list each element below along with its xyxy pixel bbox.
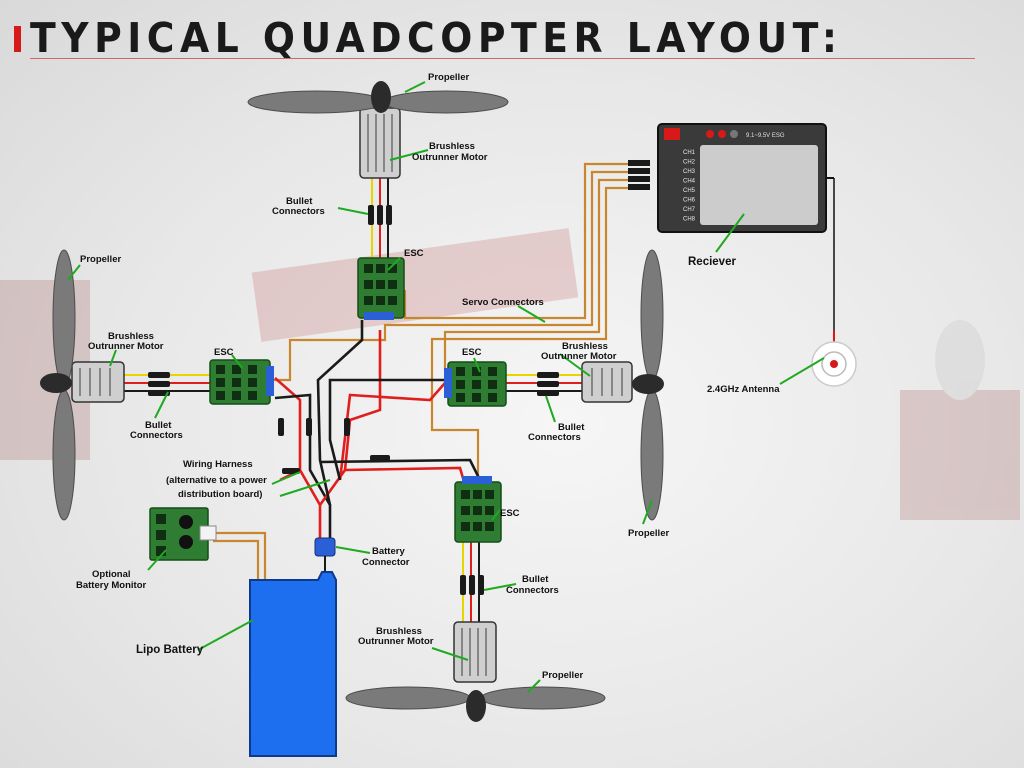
receiver-channel-label: CH3	[683, 169, 696, 175]
label-propeller-bottom: Propeller	[542, 670, 583, 681]
title-accent-bar	[14, 26, 21, 52]
label-propeller-top: Propeller	[428, 72, 469, 83]
motor-left	[71, 361, 125, 403]
motor-right	[581, 361, 633, 403]
label-motor-left-2: Outrunner Motor	[88, 341, 164, 352]
label-receiver: Reciever	[688, 256, 736, 268]
label-battery-monitor-2: Battery Monitor	[76, 580, 147, 591]
label-esc-bottom: ESC	[500, 508, 520, 519]
label-bullet-left-2: Connectors	[130, 430, 183, 441]
servo-plugs	[628, 160, 650, 190]
esc-top	[357, 257, 405, 320]
power-wires	[274, 320, 482, 545]
antenna	[811, 341, 857, 387]
receiver-channel-label: CH2	[683, 160, 696, 166]
label-battery-connector-1: Battery	[372, 546, 405, 557]
label-esc-right: ESC	[462, 347, 482, 358]
propeller-right	[632, 249, 664, 521]
receiver-channel-label: CH7	[683, 207, 696, 213]
label-propeller-left: Propeller	[80, 254, 121, 265]
label-bullet-top-2: Connectors	[272, 206, 325, 217]
receiver-channel-label: CH4	[683, 179, 696, 185]
label-lipo-battery: Lipo Battery	[136, 644, 204, 656]
lipo-battery	[249, 571, 337, 757]
label-bullet-left-1: Bullet	[145, 420, 172, 431]
label-motor-bottom-1: Brushless	[376, 626, 422, 637]
receiver-channel-label: CH5	[683, 188, 696, 194]
receiver-channel-label: CH8	[683, 217, 696, 223]
title-underline	[30, 58, 975, 59]
propeller-top	[247, 81, 509, 114]
label-antenna: 2.4GHz Antenna	[707, 384, 780, 395]
label-bullet-bottom-2: Connectors	[506, 585, 559, 596]
label-esc-left: ESC	[214, 347, 234, 358]
page-title: TYPICAL QUADCOPTER LAYOUT:	[30, 14, 843, 62]
servo-connector-wires	[213, 162, 630, 580]
label-bullet-top-1: Bullet	[286, 196, 313, 207]
battery-monitor	[149, 507, 217, 561]
diagram-labels: Propeller Brushless Outrunner Motor Bull…	[76, 72, 780, 681]
motor-top	[359, 107, 401, 179]
label-pointers	[67, 81, 825, 693]
label-motor-bottom-2: Outrunner Motor	[358, 636, 434, 647]
label-harness-1: Wiring Harness	[183, 459, 253, 470]
label-propeller-right: Propeller	[628, 528, 669, 539]
label-motor-left-1: Brushless	[108, 331, 154, 342]
label-bullet-bottom-1: Bullet	[522, 574, 549, 585]
label-bullet-right-2: Connectors	[528, 432, 581, 443]
receiver-channel-label: CH1	[683, 150, 696, 156]
label-motor-top-1: Brushless	[429, 141, 475, 152]
propeller-bottom	[345, 686, 606, 722]
label-battery-connector-2: Connector	[362, 557, 410, 568]
motor-bottom	[453, 621, 497, 683]
label-harness-2: (alternative to a power	[166, 475, 267, 486]
label-servo-connectors: Servo Connectors	[462, 297, 544, 308]
esc-bottom	[454, 476, 502, 543]
esc-left	[209, 359, 274, 405]
label-esc-top: ESC	[404, 248, 424, 259]
receiver-channel-label: CH6	[683, 198, 696, 204]
bullet-connectors	[148, 205, 559, 595]
esc-right	[444, 361, 507, 407]
label-motor-right-1: Brushless	[562, 341, 608, 352]
label-battery-monitor-1: Optional	[92, 569, 131, 580]
label-motor-right-2: Outrunner Motor	[541, 351, 617, 362]
label-harness-3: distribution board)	[178, 489, 262, 500]
propeller-left	[40, 249, 76, 521]
label-bullet-right-1: Bullet	[558, 422, 585, 433]
receiver-header-text: 9.1~9.5V ESG	[746, 133, 785, 139]
label-motor-top-2: Outrunner Motor	[412, 152, 488, 163]
